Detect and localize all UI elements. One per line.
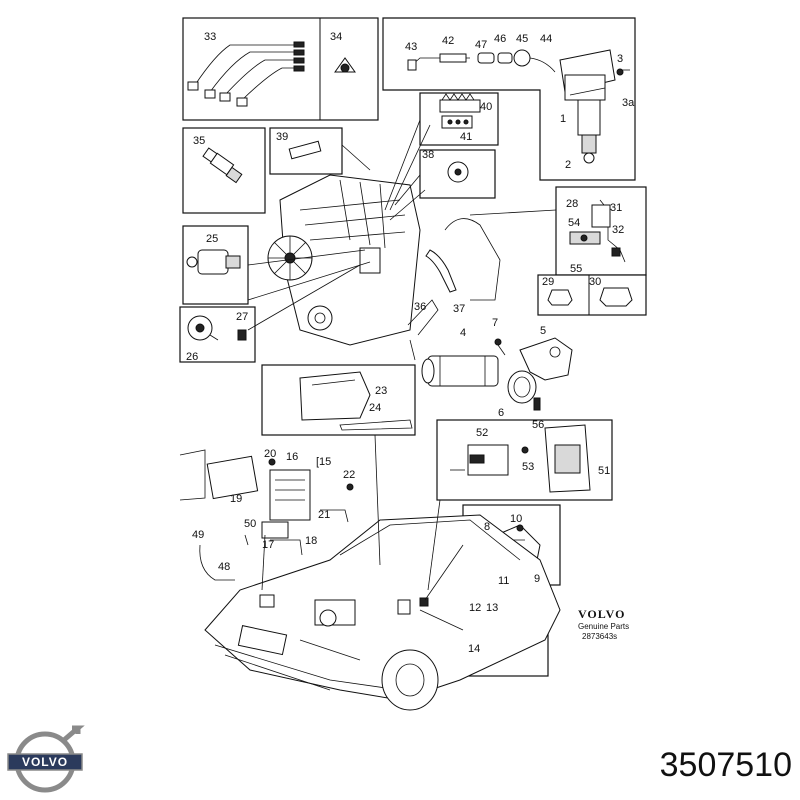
callout-9: 9 (534, 573, 540, 585)
callout-45: 45 (516, 33, 528, 45)
callout-3a: 3a (622, 97, 635, 109)
callout-29: 29 (542, 276, 554, 288)
part-number: 3507510 (660, 746, 792, 784)
clips-29-30-panel (537, 274, 647, 316)
engine-illustration (267, 174, 501, 361)
callout-43: 43 (405, 41, 417, 53)
connector-40-41-panel (419, 92, 499, 146)
sensor-25-panel (182, 225, 249, 305)
callout-11: 11 (498, 575, 509, 587)
callout-21: 21 (318, 509, 330, 521)
callout-36: 36 (414, 301, 426, 313)
callout-39: 39 (276, 131, 288, 143)
distributor-panel (382, 17, 636, 181)
spark-plug-panel (182, 127, 266, 214)
callout-13: 13 (486, 602, 498, 614)
callout-26: 26 (186, 351, 198, 363)
rotor-38-panel (419, 149, 496, 199)
callout-7: 7 (492, 317, 498, 329)
callout-28: 28 (566, 198, 578, 210)
sensor-panel-28-32 (555, 186, 647, 276)
callout-53: 53 (522, 461, 534, 473)
genuine-parts-label: Genuine Parts (578, 622, 629, 631)
callout-48: 48 (218, 561, 230, 573)
callout-31: 31 (610, 202, 622, 214)
callout-30: 30 (589, 276, 601, 288)
callout-35: 35 (193, 135, 205, 147)
logo-text: VOLVO (22, 755, 68, 769)
callout-3: 3 (617, 53, 623, 65)
callout-labels: 33 34 43 42 47 46 45 44 3 3a 1 2 35 39 4… (186, 31, 635, 655)
callout-8: 8 (484, 521, 490, 533)
ecu-15-22-area (179, 449, 354, 581)
callout-16: 16 (286, 451, 298, 463)
callout-10: 10 (510, 513, 522, 525)
connector-39-panel (269, 127, 343, 175)
ignition-coil (421, 338, 506, 387)
callout-37: 37 (453, 303, 465, 315)
genuine-parts-brand: VOLVO (578, 607, 625, 621)
callout-1: 1 (560, 113, 566, 125)
callout-56: 56 (532, 419, 544, 431)
callout-41: 41 (460, 131, 472, 143)
callout-42: 42 (442, 35, 454, 47)
callout-12: 12 (469, 602, 481, 614)
callout-51: 51 (598, 465, 610, 477)
callout-54: 54 (568, 217, 580, 229)
car-illustration (204, 514, 561, 711)
module-51-53-panel (436, 419, 613, 501)
callout-44: 44 (540, 33, 552, 45)
callout-2: 2 (565, 159, 571, 171)
callout-22: 22 (343, 469, 355, 481)
sensor-26-27-panel (179, 306, 256, 363)
leader-lines (247, 119, 557, 631)
callout-52: 52 (476, 427, 488, 439)
callout-20: 20 (264, 448, 276, 460)
callout-55: 55 (570, 263, 582, 275)
genuine-parts-block: VOLVO Genuine Parts 2873643s (578, 607, 629, 641)
callout-33: 33 (204, 31, 216, 43)
callout-4: 4 (460, 327, 466, 339)
volvo-logo: VOLVO (7, 725, 85, 793)
callout-38: 38 (422, 149, 434, 161)
callout-19: 19 (230, 493, 242, 505)
control-unit-23-24-panel (261, 364, 416, 436)
callout-34: 34 (330, 31, 342, 43)
callout-40: 40 (480, 101, 492, 113)
callout-23: 23 (375, 385, 387, 397)
callout-49: 49 (192, 529, 204, 541)
callout-50: 50 (244, 518, 256, 530)
callout-27: 27 (236, 311, 248, 323)
callout-18: 18 (305, 535, 317, 547)
callout-24: 24 (369, 402, 381, 414)
coil-bracket (507, 337, 573, 411)
callout-46: 46 (494, 33, 506, 45)
callout-5: 5 (540, 325, 546, 337)
callout-15: [15 (316, 456, 331, 468)
ignition-leads-panel (182, 17, 379, 121)
genuine-parts-code: 2873643s (582, 632, 617, 641)
callout-6: 6 (498, 407, 504, 419)
callout-17: 17 (262, 539, 274, 551)
callout-32: 32 (612, 224, 624, 236)
callout-25: 25 (206, 233, 218, 245)
callout-14: 14 (468, 643, 480, 655)
callout-47: 47 (475, 39, 487, 51)
